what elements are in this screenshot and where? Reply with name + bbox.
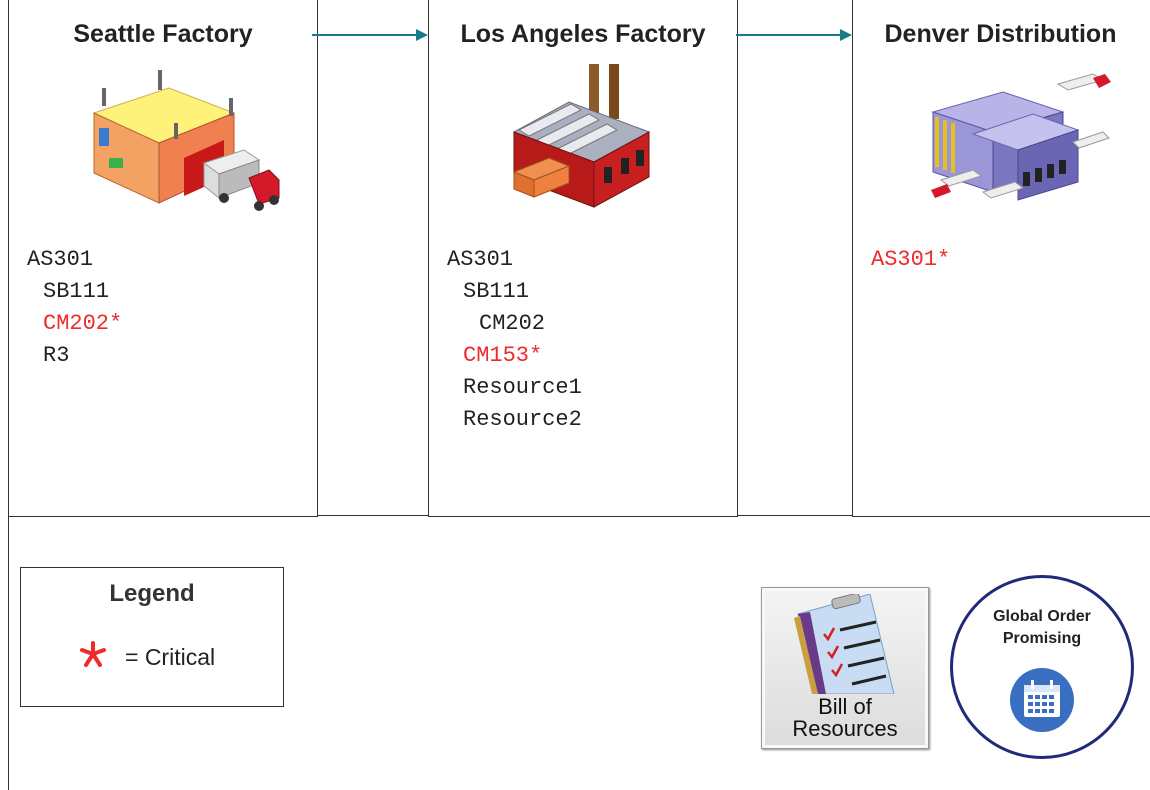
component: CM202 — [479, 311, 546, 336]
node-title: Los Angeles Factory — [460, 20, 706, 48]
clipboard-checklist-icon — [794, 594, 895, 694]
asterisk-icon — [80, 641, 106, 667]
global-order-promising-button[interactable]: Global Order Promising — [950, 575, 1134, 759]
distribution-center-icon — [931, 73, 1111, 201]
component: Resource1 — [463, 375, 582, 400]
component: SB111 — [43, 279, 110, 304]
factory-icon — [512, 64, 651, 208]
critical-component: CM202* — [43, 311, 123, 336]
node-title: Seattle Factory — [73, 20, 253, 48]
component: R3 — [43, 343, 70, 368]
global-order-promising-label: Global Order Promising — [993, 608, 1091, 647]
component: AS301 — [27, 247, 94, 272]
critical-component: AS301* — [871, 247, 951, 272]
flow-arrow — [312, 29, 428, 41]
warehouse-truck-icon — [92, 70, 280, 211]
bill-of-resources-label: Bill of Resources — [792, 694, 898, 741]
node-title: Denver Distribution — [884, 20, 1117, 48]
legend: Legend = Critical — [20, 567, 284, 707]
component: SB111 — [463, 279, 530, 304]
component: AS301 — [447, 247, 514, 272]
item-list: AS301* — [871, 244, 950, 276]
bill-of-resources-button[interactable]: Bill of Resources — [761, 587, 929, 749]
critical-component: CM153* — [463, 343, 543, 368]
legend-entry: = Critical — [125, 644, 216, 670]
node-denver-distribution: Denver Distribution AS301* — [852, 0, 1150, 517]
flow-arrow — [736, 29, 852, 41]
legend-title: Legend — [109, 580, 195, 607]
component: Resource2 — [463, 407, 582, 432]
calendar-icon — [1010, 668, 1074, 732]
